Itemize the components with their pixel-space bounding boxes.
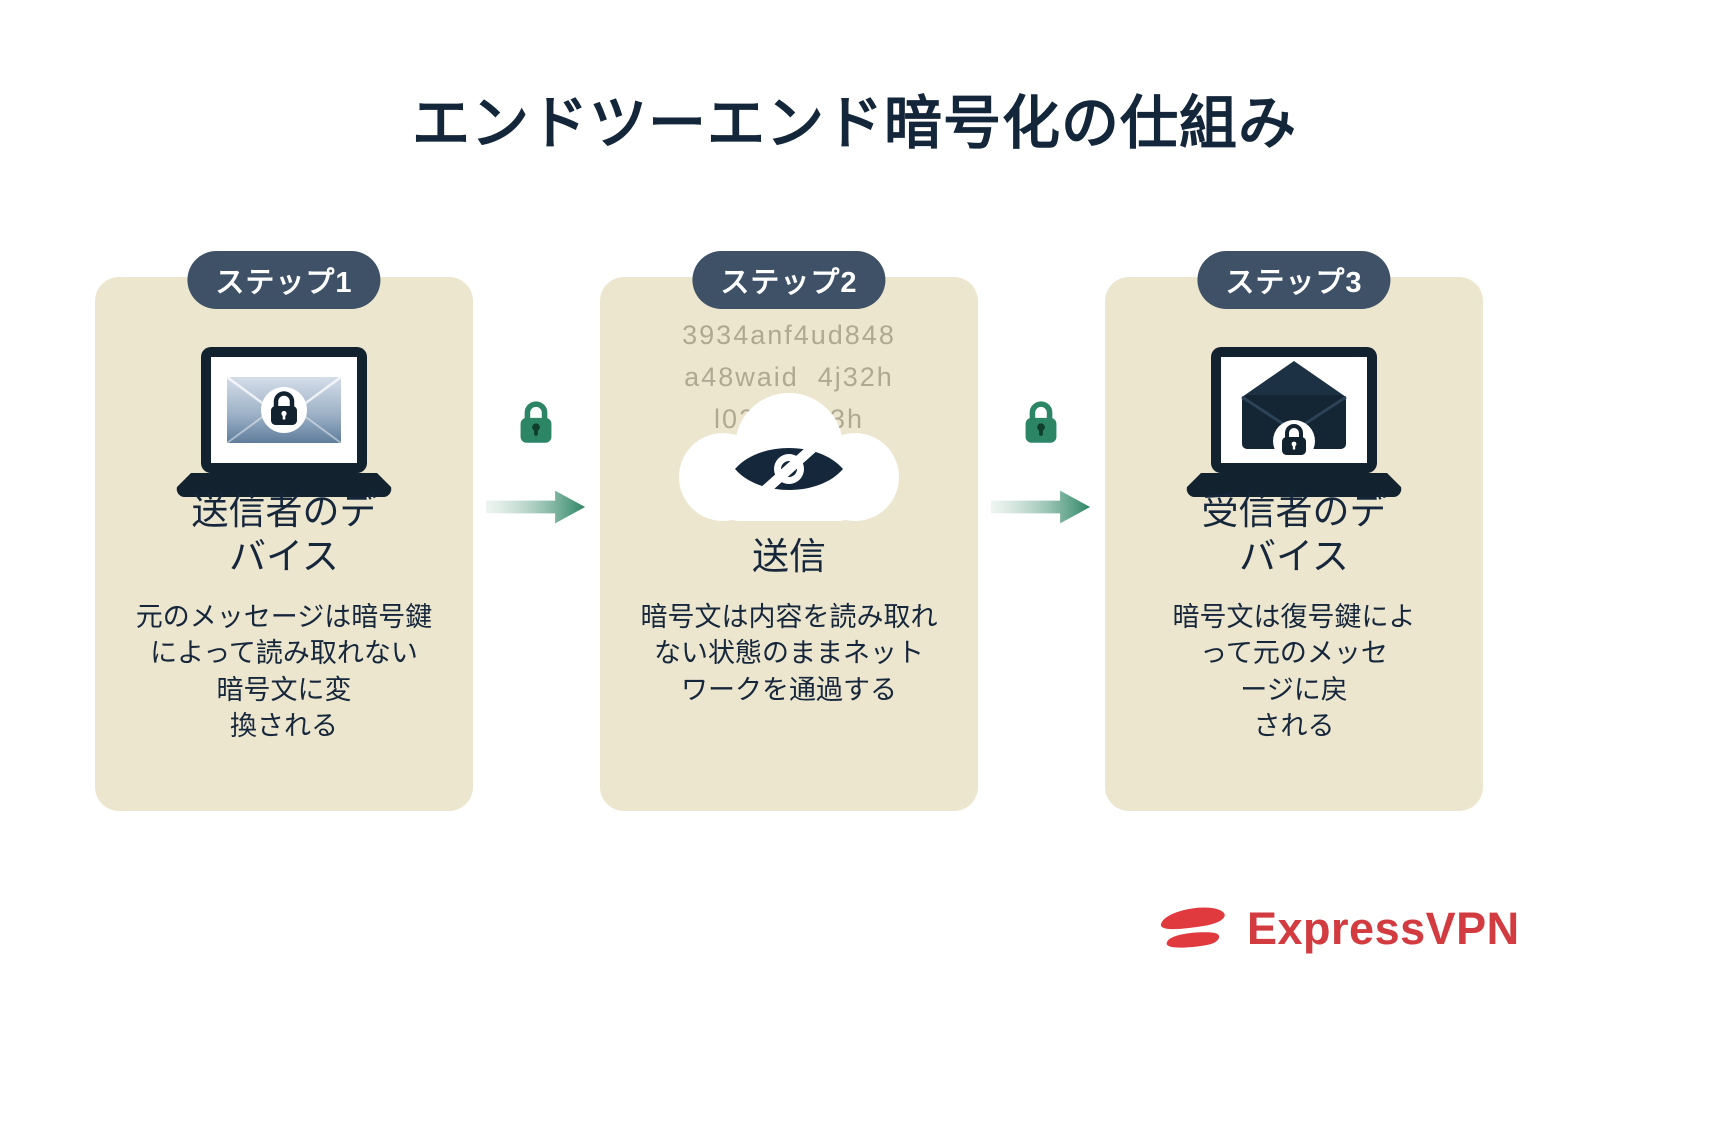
page-title: エンドツーエンド暗号化の仕組み <box>411 91 1297 156</box>
step1-description: 元のメッセージは暗号鍵 によって読み取れない 暗号文に変 換される <box>135 602 433 742</box>
arrow-right-icon-1 <box>482 487 590 527</box>
laptop-opened-email-illustration <box>1105 343 1483 501</box>
arrow-right-icon-2 <box>987 487 1095 527</box>
encryption-lock-icon-1 <box>500 387 572 459</box>
step-card-sender-device: ステップ1 <box>95 251 473 811</box>
ciphertext-line: a48waid 4j32h <box>684 361 894 392</box>
expressvpn-brand: ExpressVPN <box>1155 898 1520 960</box>
ciphertext-lines: 3934anf4ud848 a48waid 4j32h l02 43h <box>600 315 978 441</box>
cloud-hidden-eye-illustration <box>649 381 929 536</box>
step2-description: 暗号文は内容を読み取れ ない状態のままネット ワークを通過する <box>640 602 938 705</box>
step-card-transmission: ステップ2 3934anf4ud848 a48waid 4j32h l02 43… <box>600 251 978 811</box>
step1-title: 送信者のデ バイス <box>191 490 377 577</box>
encryption-lock-icon-2 <box>1005 387 1077 459</box>
laptop-open-envelope-lock-icon <box>1186 347 1402 497</box>
expressvpn-wordmark: ExpressVPN <box>1247 903 1520 954</box>
laptop-locked-email-illustration <box>95 343 473 501</box>
step-card-receiver-device: ステップ3 受信者のデ バイス 暗号文は復号鍵によ って元のメッセ ージに戻 さ… <box>1105 251 1483 811</box>
step3-badge: ステップ3 <box>1197 251 1391 309</box>
step3-description: 暗号文は復号鍵によ って元のメッセ ージに戻 される <box>1172 602 1416 742</box>
step1-badge: ステップ1 <box>187 251 381 309</box>
step2-badge: ステップ2 <box>692 251 886 309</box>
hidden-eye-icon <box>735 432 843 506</box>
cloud-hidden-eye-icon <box>679 393 899 521</box>
step2-title: 送信 <box>752 535 826 577</box>
step3-title: 受信者のデ バイス <box>1201 490 1387 577</box>
ciphertext-line: 3934anf4ud848 <box>682 320 896 350</box>
expressvpn-logo-icon <box>1160 907 1225 948</box>
laptop-envelope-lock-icon <box>176 347 392 497</box>
